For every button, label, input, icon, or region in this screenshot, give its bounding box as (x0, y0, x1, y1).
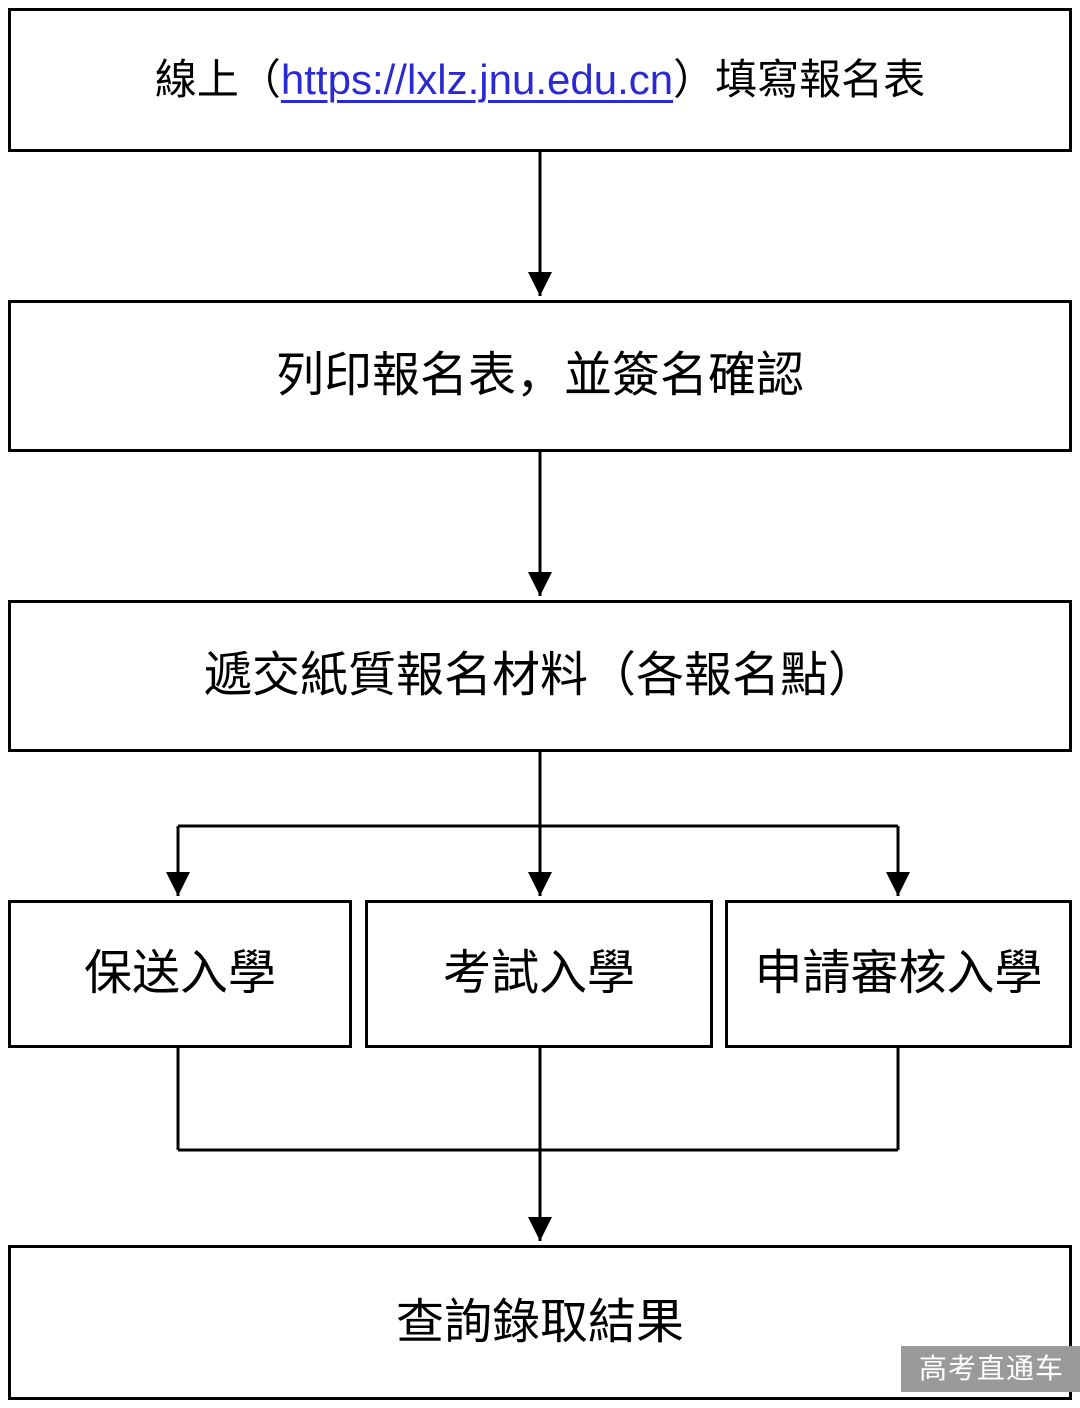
flow-branch-exam-admission: 考試入學 (365, 900, 713, 1048)
branch-c-label: 申請審核入學 (754, 947, 1043, 1000)
step2-label: 列印報名表，並簽名確認 (275, 349, 804, 402)
registration-url-link[interactable]: https://lxlz.jnu.edu.cn (280, 55, 674, 103)
flow-step-online-form: 線上（https://lxlz.jnu.edu.cn）填寫報名表 (8, 8, 1072, 152)
step3-label: 遞交紙質報名材料（各報名點） (203, 649, 876, 702)
final-label: 查詢錄取結果 (395, 1295, 684, 1349)
flow-branch-application-review-admission: 申請審核入學 (725, 900, 1072, 1048)
watermark-label: 高考直通车 (918, 1353, 1064, 1384)
watermark-badge: 高考直通车 (900, 1346, 1080, 1392)
step1-text-suffix: ）填寫報名表 (673, 55, 926, 103)
branch-a-label: 保送入學 (83, 947, 276, 1000)
flow-branch-recommended-admission: 保送入學 (8, 900, 352, 1048)
flow-step-print-sign: 列印報名表，並簽名確認 (8, 300, 1072, 452)
branch-b-label: 考試入學 (442, 947, 635, 1000)
flow-step-submit-materials: 遞交紙質報名材料（各報名點） (8, 600, 1072, 752)
step1-text-prefix: 線上（ (154, 55, 281, 103)
flow-step-check-result: 查詢錄取結果 (8, 1245, 1072, 1400)
